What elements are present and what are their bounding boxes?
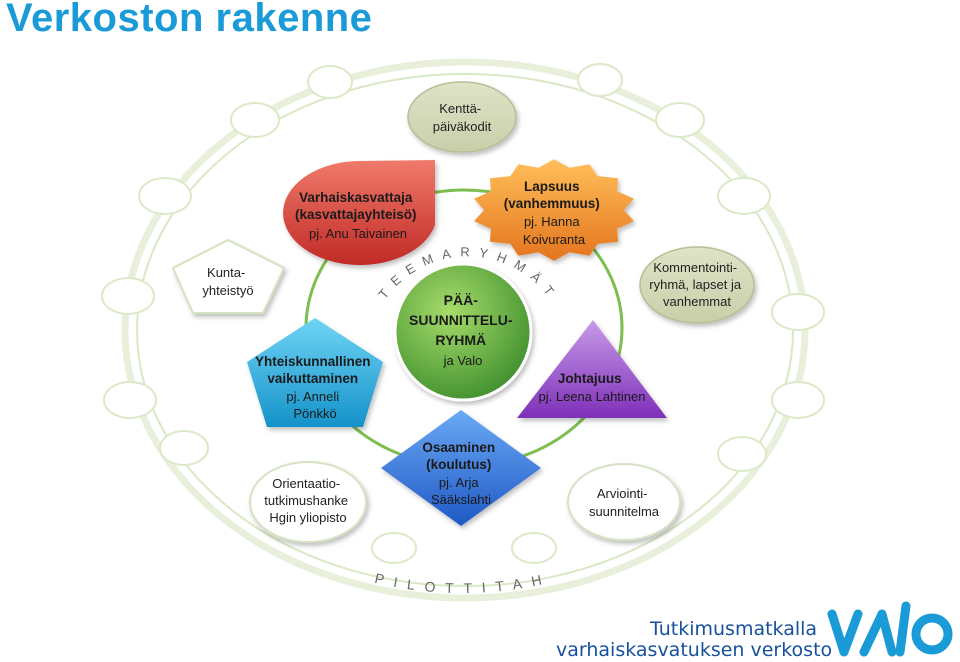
theme-title: Osaaminen <box>422 440 495 455</box>
pilot-arviointisuunnitelma: Arviointi- suunnitelma <box>567 463 681 541</box>
theme-chair: pj. Hanna <box>524 214 580 229</box>
theme-johtajuus: Johtajuus pj. Leena Lahtinen <box>517 320 667 418</box>
pilot-label: Kunta- <box>207 265 245 280</box>
theme-subtitle: vaikuttaminen <box>267 371 358 386</box>
pilot-label: ryhmä, lapset ja <box>649 277 742 292</box>
pilot-label: yhteistyö <box>202 283 253 298</box>
theme-subtitle: (vanhemmuus) <box>504 196 600 211</box>
valo-logo <box>827 601 953 657</box>
svg-text:Orientaatio- tutkimushan: Orientaatio- tutkimushanke Hgin yliopist… <box>264 476 351 525</box>
pilot-label: Hgin yliopisto <box>269 510 346 525</box>
center-line: RYHMÄ <box>435 332 486 348</box>
pilot-label: vanhemmat <box>663 294 731 309</box>
theme-lapsuus: Lapsuus (vanhemmuus) pj. Hanna Koivurant… <box>474 159 634 261</box>
svg-text:PÄÄ- SUUNNITTELU-: PÄÄ- SUUNNITTELU- RYHMÄ ja Valo <box>409 292 517 368</box>
pilot-label: tutkimushanke <box>264 493 348 508</box>
theme-chair: pj. Anu Taivainen <box>309 226 407 241</box>
pilot-kommentointiryhma: Kommentointi- ryhmä, lapset ja vanhemmat <box>639 246 755 324</box>
pilot-label: suunnitelma <box>589 504 660 519</box>
pilot-kenttapaivakodit: Kenttä- päiväkodit <box>407 81 517 153</box>
theme-chair: pj. Arja <box>439 475 480 490</box>
footer-tagline-line2: varhaiskasvatuksen verkosto <box>556 639 833 661</box>
svg-text:Kenttä- päiväkodit: Kenttä- päiväkodit <box>433 101 492 134</box>
theme-chair: pj. Anneli <box>286 389 339 404</box>
svg-text:Johtajuus pj. Leena Laht: Johtajuus pj. Leena Lahtinen <box>539 370 646 404</box>
svg-text:Lapsuus (vanhemmuus): Lapsuus (vanhemmuus) pj. Hanna Koivurant… <box>504 178 604 247</box>
svg-text:Osaaminen (koulutus): Osaaminen (koulutus) pj. Arja Sääkslahti <box>422 439 499 507</box>
footer-tagline-line1: Tutkimusmatkalla <box>650 618 818 640</box>
theme-osaaminen: Osaaminen (koulutus) pj. Arja Sääkslahti <box>381 410 541 526</box>
theme-title: Johtajuus <box>558 371 622 386</box>
svg-text:Kommentointi- ryhmä, lap: Kommentointi- ryhmä, lapset ja vanhemmat <box>649 260 744 309</box>
pilot-kuntayhteistyo: Kunta- yhteistyö <box>171 238 286 314</box>
svg-text:Arviointi- suunnitelma: Arviointi- suunnitelma <box>589 486 660 519</box>
center-line: SUUNNITTELU- <box>409 312 513 328</box>
theme-yhteiskunnallinen: Yhteiskunnallinen vaikuttaminen pj. Anne… <box>247 318 383 427</box>
pilot-label: Orientaatio- <box>272 476 340 491</box>
svg-text:Varhaiskasvattaja (kasva: Varhaiskasvattaja (kasvattajayhteisö) pj… <box>295 189 421 241</box>
pilot-label: Kommentointi- <box>653 260 737 275</box>
svg-text:Yhteiskunnallinen vaikut: Yhteiskunnallinen vaikuttaminen pj. Anne… <box>255 353 375 421</box>
center-paasuunnitteluryhma: PÄÄ- SUUNNITTELU- RYHMÄ ja Valo <box>393 262 533 402</box>
theme-title: Lapsuus <box>524 179 580 194</box>
theme-chair: Sääkslahti <box>431 492 491 507</box>
svg-text:Kunta- yhteistyö: Kunta- yhteistyö <box>202 265 253 298</box>
theme-chair: pj. Leena Lahtinen <box>539 389 646 404</box>
pilot-orientaatio: Orientaatio- tutkimushanke Hgin yliopist… <box>249 461 367 543</box>
theme-subtitle: (kasvattajayhteisö) <box>295 207 417 222</box>
theme-title: Yhteiskunnallinen <box>255 354 371 369</box>
center-line: ja Valo <box>443 353 483 368</box>
theme-chair: Koivuranta <box>523 232 586 247</box>
theme-subtitle: (koulutus) <box>426 457 491 472</box>
decorative-ovals <box>101 63 825 564</box>
pilot-label: Kenttä- <box>439 101 481 116</box>
theme-title: Varhaiskasvattaja <box>299 190 413 205</box>
pilot-label: päiväkodit <box>433 119 492 134</box>
starburst-shape <box>474 159 634 261</box>
center-line: PÄÄ- <box>444 292 479 308</box>
theme-varhaiskasvattaja: Varhaiskasvattaja (kasvattajayhteisö) pj… <box>283 160 435 265</box>
theme-chair: Pönkkö <box>293 406 336 421</box>
slide-title: Verkoston rakenne <box>6 0 373 40</box>
pilot-label: Arviointi- <box>597 486 648 501</box>
